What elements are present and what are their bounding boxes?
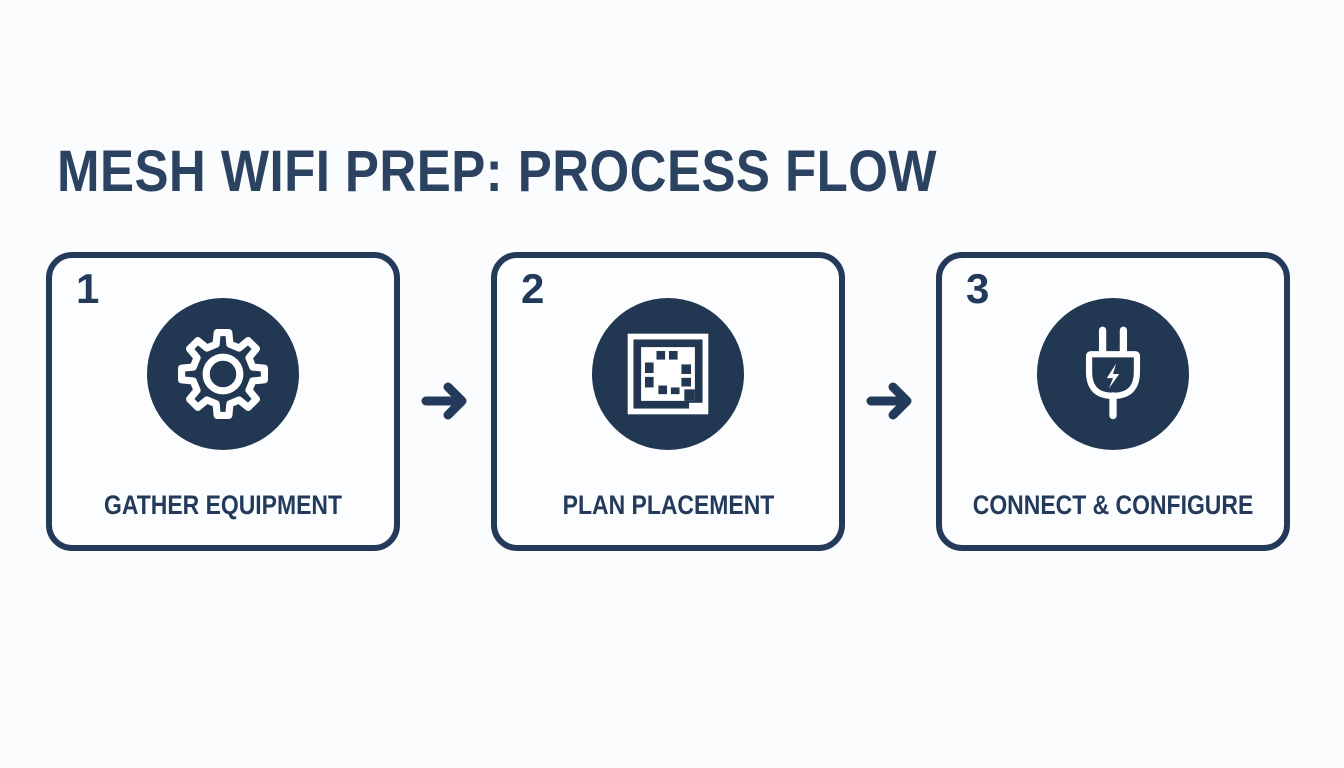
step-label: GATHER EQUIPMENT <box>103 490 342 520</box>
page-title: MESH WIFI PREP: PROCESS FLOW <box>57 143 1057 201</box>
step-label: PLAN PLACEMENT <box>562 490 774 520</box>
page-title-text: MESH WIFI PREP: PROCESS FLOW <box>57 139 938 204</box>
floor-plan-icon-circle <box>592 298 744 450</box>
floor-plan-icon <box>627 333 709 415</box>
step-card-connect-configure: 3 CONNECT & CONFIGURE <box>936 252 1290 551</box>
step-number: 2 <box>521 265 545 312</box>
gear-icon <box>178 329 268 419</box>
power-plug-icon <box>1085 326 1141 420</box>
step-card-gather-equipment: 1 GATHER EQUIPMENT <box>46 252 400 551</box>
arrow-right-icon <box>866 382 912 420</box>
step-label: CONNECT & CONFIGURE <box>972 490 1254 520</box>
step-card-plan-placement: 2 PLAN PLACEMENT <box>491 252 845 551</box>
step-number: 1 <box>76 265 100 312</box>
step-number: 3 <box>966 265 990 312</box>
arrow-right-icon <box>421 382 467 420</box>
gear-icon-circle <box>147 298 299 450</box>
power-plug-icon-circle <box>1037 298 1189 450</box>
